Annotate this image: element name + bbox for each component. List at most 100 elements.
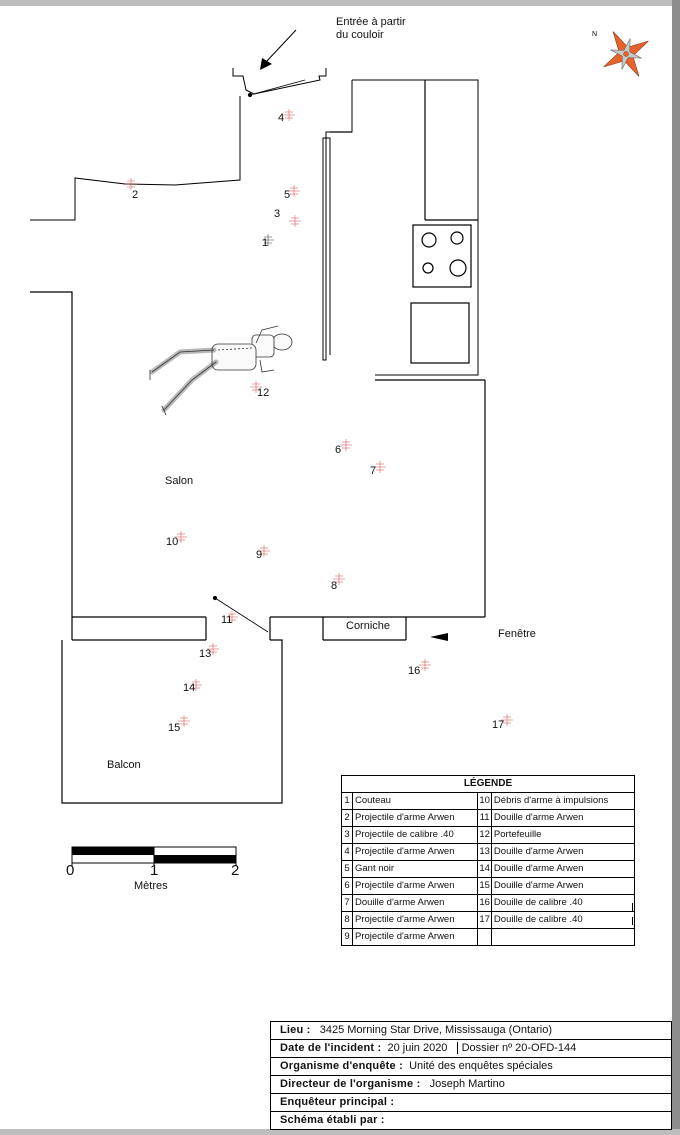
evidence-marker-number: 16 xyxy=(408,665,420,677)
legend-number: 2 xyxy=(341,809,353,827)
legend-description: Douille d'arme Arwen xyxy=(490,843,636,861)
info-lieu-value: 3425 Morning Star Drive, Mississauga (On… xyxy=(319,1024,553,1036)
legend-description: Projectile d'arme Arwen xyxy=(351,928,479,946)
info-lieu-cell: Lieu : 3425 Morning Star Drive, Mississa… xyxy=(270,1021,672,1040)
evidence-marker-12: 12 xyxy=(250,381,269,399)
corniche-label: Corniche xyxy=(346,620,391,632)
legend-description: Projectile d'arme Arwen xyxy=(351,843,479,861)
legend-description: Douille d'arme Arwen xyxy=(351,894,479,912)
legend-description: Portefeuille xyxy=(490,826,636,844)
evidence-marker-13: 13 xyxy=(199,643,219,660)
evidence-marker-number: 13 xyxy=(199,648,211,660)
legend-description: Douille d'arme Arwen xyxy=(490,860,636,878)
scale-label-1: 1 xyxy=(150,862,159,879)
evidence-marker-number: 15 xyxy=(168,722,180,734)
legend-number: 10 xyxy=(477,792,492,810)
legend-number: 4 xyxy=(341,843,353,861)
info-row-org: Organisme d'enquête : Unité des enquêtes… xyxy=(270,1057,672,1076)
info-block: Lieu : 3425 Morning Star Drive, Mississa… xyxy=(270,1021,672,1130)
evidence-marker-number: 10 xyxy=(166,536,178,548)
compass-rose-icon: N xyxy=(592,31,649,77)
legend-number: 12 xyxy=(477,826,492,844)
evidence-marker-number: 6 xyxy=(335,444,341,456)
legend-number: 15 xyxy=(477,877,492,895)
evidence-marker-11: 11 xyxy=(221,611,238,626)
scale-bar xyxy=(71,846,237,866)
body-figure xyxy=(149,325,293,416)
evidence-marker-number: 8 xyxy=(331,580,337,592)
legend-description: Gant noir xyxy=(351,860,479,878)
legend-number: 6 xyxy=(341,877,353,895)
info-org-value: Unité des enquêtes spéciales xyxy=(409,1060,553,1072)
legend-number: 17 xyxy=(477,911,492,929)
walls xyxy=(30,68,486,804)
evidence-marker-number: 7 xyxy=(370,465,376,477)
evidence-marker-1: 1 xyxy=(262,234,274,249)
legend-title: LÉGENDE xyxy=(341,775,635,793)
info-org-cell: Organisme d'enquête : Unité des enquêtes… xyxy=(270,1057,672,1076)
legend-description: Couteau xyxy=(351,792,479,810)
evidence-marker-number: 11 xyxy=(221,614,232,626)
scale-label-0: 0 xyxy=(66,862,75,879)
legend-number: 5 xyxy=(341,860,353,878)
entrance-label-line1: Entrée à partir xyxy=(336,16,406,28)
info-lieu-label: Lieu : xyxy=(280,1024,311,1036)
info-row-enqueteur: Enquêteur principal : xyxy=(270,1093,672,1112)
legend-description: Projectile d'arme Arwen xyxy=(351,877,479,895)
frame-bottom xyxy=(0,1129,680,1135)
legend-description: Douille d'arme Arwen xyxy=(490,809,636,827)
evidence-marker-number: 14 xyxy=(183,682,195,694)
legend-number: 14 xyxy=(477,860,492,878)
frame-top xyxy=(0,0,680,6)
evidence-marker-8: 8 xyxy=(331,573,345,592)
arrow-left-icon xyxy=(430,633,448,641)
evidence-marker-number: 2 xyxy=(132,189,138,201)
legend-number: 3 xyxy=(341,826,353,844)
legend-header-row: LÉGENDE xyxy=(341,775,635,793)
legend-description: Projectile d'arme Arwen xyxy=(351,911,479,929)
legend-description xyxy=(490,928,636,946)
scale-unit: Mètres xyxy=(134,880,168,892)
legend-tick-1 xyxy=(632,903,633,911)
info-date-cell: Date de l'incident : 20 juin 2020 Dossie… xyxy=(270,1039,672,1058)
legend-number: 1 xyxy=(341,792,353,810)
legend-number xyxy=(477,928,492,946)
room-label-balcon: Balcon xyxy=(107,759,141,771)
legend-description: Douille de calibre .40 xyxy=(490,911,636,929)
scale-label-2: 2 xyxy=(231,862,240,879)
legend-number: 7 xyxy=(341,894,353,912)
evidence-marker-16: 16 xyxy=(408,659,431,677)
room-label-salon: Salon xyxy=(165,475,194,487)
info-row-date: Date de l'incident : 20 juin 2020 Dossie… xyxy=(270,1039,672,1058)
info-dir-cell: Directeur de l'organisme : Joseph Martin… xyxy=(270,1075,672,1094)
info-schema-cell: Schéma établi par : xyxy=(270,1111,672,1130)
legend-number: 11 xyxy=(477,809,492,827)
info-enq-label: Enquêteur principal : xyxy=(280,1096,395,1108)
legend-description: Projectile d'arme Arwen xyxy=(351,809,479,827)
legend-description: Douille de calibre .40 xyxy=(490,894,636,912)
evidence-marker-7: 7 xyxy=(370,461,386,477)
evidence-marker-17: 17 xyxy=(492,714,513,731)
legend-number: 13 xyxy=(477,843,492,861)
legend-description: Douille d'arme Arwen xyxy=(490,877,636,895)
info-enq-cell: Enquêteur principal : xyxy=(270,1093,672,1112)
info-schema-label: Schéma établi par : xyxy=(280,1114,385,1126)
evidence-marker-5: 5 xyxy=(284,185,300,201)
legend-number: 16 xyxy=(477,894,492,912)
evidence-marker-number: 17 xyxy=(492,719,504,731)
frame-right xyxy=(672,0,680,1135)
evidence-marker-2: 2 xyxy=(125,178,138,201)
evidence-marker-number: 9 xyxy=(256,549,262,561)
evidence-marker-6: 6 xyxy=(335,439,352,456)
evidence-marker-15: 15 xyxy=(168,715,190,734)
legend-number: 8 xyxy=(341,911,353,929)
evidence-marker-10: 10 xyxy=(166,531,187,548)
